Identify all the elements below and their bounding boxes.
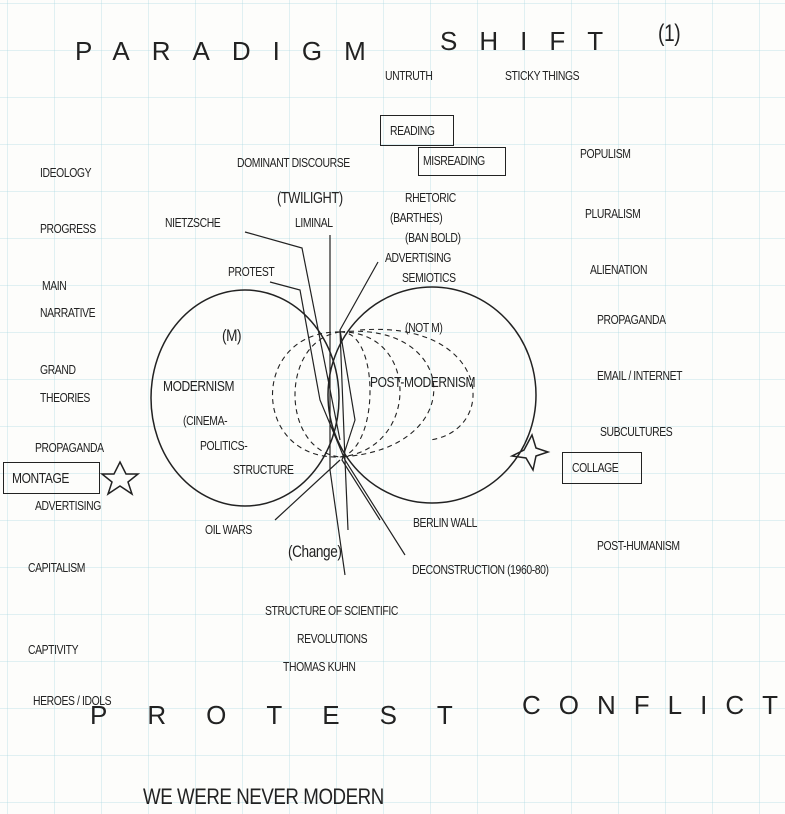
label-grand: GRAND xyxy=(40,362,76,377)
label-progress: PROGRESS xyxy=(40,221,96,236)
label-propaganda-left: PROPAGANDA xyxy=(35,440,104,455)
label-main: MAIN xyxy=(42,278,67,293)
label-advertising-left: ADVERTISING xyxy=(35,498,101,513)
dashed-field-lines xyxy=(271,328,474,458)
label-post-humanism: POST-HUMANISM xyxy=(597,538,680,553)
label-dominant-discourse: DOMINANT DISCOURSE xyxy=(237,155,350,170)
label-protest-large: PROTEST xyxy=(90,700,493,730)
label-modernism: MODERNISM xyxy=(163,378,235,395)
label-deconstruction: DECONSTRUCTION (1960-80) xyxy=(412,562,549,577)
label-berlin-wall: BERLIN WALL xyxy=(413,515,477,530)
star-icon xyxy=(509,433,551,473)
label-nietzsche: NIETZSCHE xyxy=(165,215,221,230)
label-cinema: (CINEMA- xyxy=(183,413,228,428)
label-email-internet: EMAIL / INTERNET xyxy=(597,368,683,383)
label-ban-bold: (BAN BOLD) xyxy=(405,230,461,245)
label-liminal: LIMINAL xyxy=(295,215,333,230)
label-captivity: CAPTIVITY xyxy=(28,642,79,657)
label-conflict: CONFLICT xyxy=(522,690,785,720)
label-ideology: IDEOLOGY xyxy=(40,165,92,180)
title-shift: SHIFT xyxy=(440,26,626,56)
modernism-circle xyxy=(150,289,340,507)
label-politics: POLITICS- xyxy=(200,438,248,453)
title-paradigm: PARADIGM xyxy=(75,36,388,66)
label-protest-small: PROTEST xyxy=(228,264,275,279)
label-montage: MONTAGE xyxy=(12,470,69,487)
title-number: (1) xyxy=(658,20,681,47)
label-oil-wars: OIL WARS xyxy=(205,522,252,537)
label-kuhn-structure: STRUCTURE OF SCIENTIFIC xyxy=(265,603,398,618)
label-rhetoric: RHETORIC xyxy=(405,190,456,205)
label-not-m: (NOT M) xyxy=(405,320,443,335)
label-twilight: (TWILIGHT) xyxy=(277,190,343,207)
label-reading: READING xyxy=(390,123,435,138)
label-advertising: ADVERTISING xyxy=(385,250,451,265)
label-post-modernism: POST-MODERNISM xyxy=(370,374,476,391)
postmodernism-circle xyxy=(327,286,537,504)
label-pluralism: PLURALISM xyxy=(585,206,641,221)
label-structure: STRUCTURE xyxy=(233,462,294,477)
label-m: (M) xyxy=(222,326,242,345)
connector-lines xyxy=(244,231,406,576)
label-barthes: (BARTHES) xyxy=(390,210,443,225)
label-semiotics: SEMIOTICS xyxy=(402,270,456,285)
label-sticky-things: STICKY THINGS xyxy=(505,68,580,83)
label-capitalism: CAPITALISM xyxy=(28,560,86,575)
label-kuhn-revolutions: REVOLUTIONS xyxy=(297,631,368,646)
label-narrative: NARRATIVE xyxy=(40,305,96,320)
label-thomas-kuhn: THOMAS KUHN xyxy=(283,659,356,674)
label-we-were-never-modern: WE WERE NEVER MODERN xyxy=(143,784,384,809)
label-untruth: UNTRUTH xyxy=(385,68,433,83)
label-misreading: MISREADING xyxy=(423,153,485,168)
label-theories: THEORIES xyxy=(40,390,90,405)
label-populism: POPULISM xyxy=(580,146,631,161)
label-propaganda-right: PROPAGANDA xyxy=(597,312,666,327)
label-change: (Change) xyxy=(288,542,342,561)
star-icon xyxy=(99,460,141,496)
label-subcultures: SUBCULTURES xyxy=(600,424,673,439)
label-heroes-idols: HEROES / IDOLS xyxy=(33,693,112,708)
label-collage: COLLAGE xyxy=(572,460,619,475)
label-alienation: ALIENATION xyxy=(590,262,648,277)
